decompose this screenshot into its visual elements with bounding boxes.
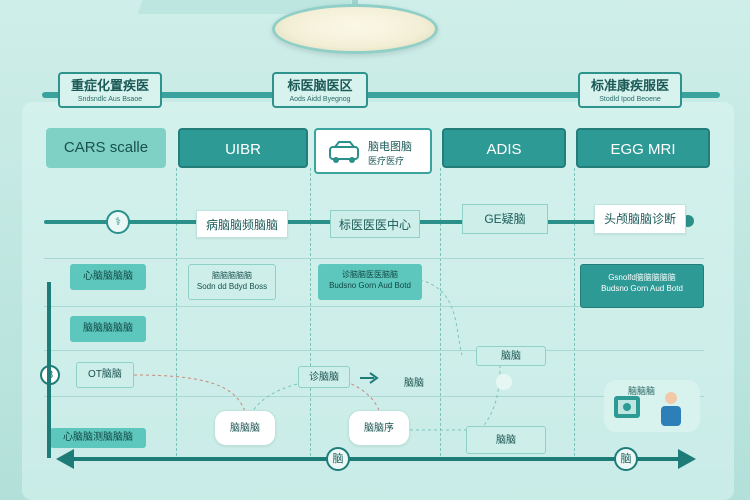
node-c4a[interactable]: 脑脑 [476, 346, 546, 366]
rail-step-4[interactable]: 头颅脑脑诊断 [594, 204, 686, 234]
column-egg-mri[interactable]: EGG MRI [576, 128, 710, 168]
timeline-right-icon: 脑 [614, 447, 638, 471]
column-guide-4 [574, 168, 575, 456]
column-uibr[interactable]: UIBR [178, 128, 308, 168]
arrow-right-icon [360, 372, 379, 384]
header-3-title: 标准康疾服医 [590, 78, 669, 93]
column-eeg[interactable]: 脑电图脑 医疗医疗 [314, 128, 432, 174]
rail-step-3-label: GE疑脑 [484, 212, 526, 226]
bubble-2[interactable]: 脑脑序 [348, 410, 410, 446]
rail-step-2-label: 标医医医中心 [338, 218, 411, 232]
node-c1b[interactable]: 脑脑脑脑脑 [70, 316, 146, 342]
node-c5a[interactable]: Gsnolfd脑脑脑脑脑 Budsno Gorn Aud Botd [580, 264, 704, 308]
bubble-1[interactable]: 脑脑脑 [214, 410, 276, 446]
column-guide-3 [440, 168, 441, 456]
column-eeg-label: 脑电图脑 [368, 141, 412, 153]
timeline-arrow-left [56, 449, 74, 469]
shield-icon: ⚕ [106, 210, 130, 234]
left-flow-line [47, 282, 51, 458]
header-box-3: 标准康疾服医 Stodld Ipod Beoene [578, 72, 682, 108]
node-c1c[interactable]: OT脑脑 [76, 362, 134, 388]
row-guide-3 [44, 350, 704, 351]
header-box-2: 标医脑医区 Aods Aidd Byegnog [272, 72, 368, 108]
column-egg-mri-label: EGG MRI [610, 141, 676, 158]
timeline-rail [70, 457, 680, 461]
doctor-card[interactable]: 脑脑脑 [604, 380, 700, 432]
rail-step-4-label: 头颅脑脑诊断 [603, 212, 676, 226]
node-c4b[interactable]: 脑脑 [466, 426, 546, 454]
ceiling-lamp [272, 4, 438, 54]
node-flow1[interactable]: 诊脑脑 [298, 366, 350, 388]
column-adis[interactable]: ADIS [442, 128, 566, 168]
doctor-icon [661, 392, 681, 426]
header-rail [42, 92, 720, 98]
node-flow2[interactable]: 脑脑 [404, 378, 424, 389]
node-c3a[interactable]: 诊脑脑医医脑脑 Budsno Gorn Aud Botd [318, 264, 422, 300]
node-c1a[interactable]: 心脑脑脑脑 [70, 264, 146, 290]
timeline-mid-icon: 脑 [326, 447, 350, 471]
rail-step-2[interactable]: 标医医医中心 [330, 210, 420, 238]
rail-step-3[interactable]: GE疑脑 [462, 204, 548, 234]
node-c1d[interactable]: 心脑脑测脑脑脑 [50, 428, 146, 448]
column-eeg-sub: 医疗医疗 [368, 156, 405, 166]
row-guide-2 [44, 306, 704, 307]
car-icon [329, 141, 359, 163]
node-c2a[interactable]: 脑脑脑脑脑 Sodn dd Bdyd Boss [188, 264, 276, 300]
rail-step-1[interactable]: 病脑脑频脑脑 [196, 210, 288, 238]
column-cars-scale[interactable]: CARS scalle [46, 128, 166, 168]
header-box-1: 重症化置疾医 Sndsndlc Aus Bsaoe [58, 72, 162, 108]
column-cars-scale-label: CARS scalle [63, 139, 149, 156]
monitor-icon [614, 396, 640, 418]
row-guide-4 [44, 396, 704, 397]
column-adis-label: ADIS [486, 141, 522, 158]
column-uibr-label: UIBR [225, 141, 261, 158]
row-guide-1 [44, 258, 704, 259]
header-2-subtitle: Aods Aidd Byegnog [289, 96, 351, 103]
rail-step-1-label: 病脑脑频脑脑 [205, 218, 278, 232]
header-2-title: 标医脑医区 [287, 78, 353, 93]
timeline-arrow-right [678, 449, 696, 469]
column-guide-2 [310, 168, 311, 456]
header-3-subtitle: Stodld Ipod Beoene [599, 96, 661, 103]
mini-doctor-icon [496, 374, 512, 390]
column-guide-1 [176, 168, 177, 456]
header-1-title: 重症化置疾医 [70, 78, 149, 93]
header-1-subtitle: Sndsndlc Aus Bsaoe [77, 96, 143, 103]
doctor-card-label: 脑脑脑 [628, 386, 656, 396]
